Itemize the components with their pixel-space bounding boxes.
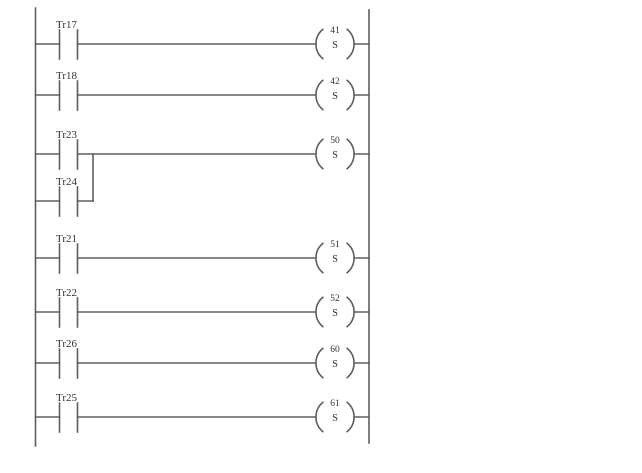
rung: Tr21 51 S — [34, 233, 370, 274]
coil-set-letter: S — [332, 254, 338, 265]
contact-label: Tr25 — [56, 392, 77, 404]
coil-number-label: 52 — [330, 294, 340, 304]
parallel-branch: Tr24 — [34, 153, 94, 217]
rung: Tr23 50 S Tr24 — [34, 129, 370, 217]
rung: Tr26 60 S — [34, 338, 370, 379]
coil-right-arc — [346, 79, 355, 111]
rung: Tr25 61 S — [34, 392, 370, 433]
coil-left-arc — [315, 242, 324, 274]
coil-number-label: 60 — [330, 345, 340, 355]
contact-label: Tr22 — [56, 287, 77, 299]
coil-number-label: 61 — [330, 399, 340, 409]
coil-number-label: 41 — [330, 26, 340, 36]
coil-left-arc — [315, 401, 324, 433]
contact-label: Tr21 — [56, 233, 77, 245]
contact-label: Tr23 — [56, 129, 77, 141]
contact-label: Tr18 — [56, 70, 77, 82]
coil-right-arc — [346, 296, 355, 328]
rung: Tr17 41 S — [34, 19, 370, 60]
coil-set-letter: S — [332, 40, 338, 51]
rung: Tr22 52 S — [34, 287, 370, 328]
coil-left-arc — [315, 347, 324, 379]
contact-label: Tr24 — [56, 176, 77, 188]
coil-set-letter: S — [332, 413, 338, 424]
contact-label: Tr17 — [56, 19, 77, 31]
coil-left-arc — [315, 79, 324, 111]
coil-right-arc — [346, 242, 355, 274]
coil-right-arc — [346, 138, 355, 170]
coil-number-label: 51 — [330, 240, 340, 250]
coil-right-arc — [346, 347, 355, 379]
coil-set-letter: S — [332, 308, 338, 319]
coil-number-label: 42 — [330, 77, 340, 87]
coil-right-arc — [346, 401, 355, 433]
coil-set-letter: S — [332, 359, 338, 370]
coil-number-label: 50 — [330, 136, 340, 146]
coil-set-letter: S — [332, 91, 338, 102]
rung: Tr18 42 S — [34, 70, 370, 111]
coil-right-arc — [346, 28, 355, 60]
coil-left-arc — [315, 138, 324, 170]
coil-left-arc — [315, 28, 324, 60]
coil-left-arc — [315, 296, 324, 328]
contact-label: Tr26 — [56, 338, 77, 350]
coil-set-letter: S — [332, 150, 338, 161]
